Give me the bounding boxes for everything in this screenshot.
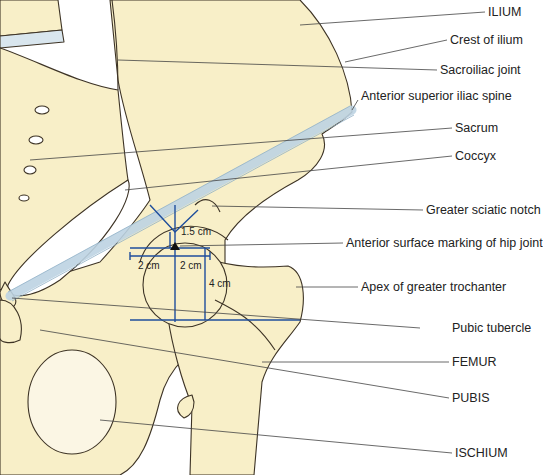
leader-line <box>40 330 449 398</box>
part-label: ILIUM <box>488 5 521 19</box>
part-label: Greater sciatic notch <box>426 203 541 217</box>
lesser-trochanter <box>178 395 194 418</box>
hip-joint-marker <box>170 242 180 250</box>
intervertebral-disc <box>0 30 64 48</box>
part-label: Anterior superior iliac spine <box>361 89 512 103</box>
leader-line <box>212 206 423 210</box>
leader-line <box>262 362 449 363</box>
part-label: FEMUR <box>452 355 496 369</box>
leader-line <box>352 100 358 110</box>
inguinal-ligament-edge <box>8 106 354 301</box>
leader-line <box>180 243 343 246</box>
obturator-foramen <box>28 350 116 454</box>
sacroiliac-joint-line <box>112 0 118 90</box>
part-label: Coccyx <box>455 149 496 163</box>
dimension-label: 2 cm <box>180 259 202 273</box>
part-label: ISCHIUM <box>455 446 508 460</box>
leader-line <box>300 12 485 25</box>
marking-lower-horizontal <box>130 319 300 320</box>
leader-line <box>296 287 358 288</box>
sacral-foramen <box>24 166 36 174</box>
dimension-label: 1.5 cm <box>181 225 211 239</box>
sacral-foramen <box>29 136 43 144</box>
sacral-foramen <box>19 195 29 201</box>
part-label: Sacrum <box>455 121 498 135</box>
dimension-label: 2 cm <box>138 259 160 273</box>
leader-line <box>118 60 437 70</box>
hip-bone <box>0 0 352 475</box>
part-label: Anterior surface marking of hip joint <box>346 236 543 250</box>
femoral-neck-line <box>215 300 275 350</box>
dimension-line <box>130 252 210 260</box>
dimension-label: 4 cm <box>209 277 231 291</box>
marking-vertical <box>174 205 175 322</box>
leader-line <box>30 128 452 160</box>
pubic-symphysis <box>0 300 21 343</box>
sacral-foramen <box>35 106 49 114</box>
part-label: PUBIS <box>452 391 490 405</box>
leader-line <box>100 420 452 453</box>
part-label: Crest of ilium <box>450 33 523 47</box>
leader-line <box>125 156 452 190</box>
part-label: Apex of greater trochanter <box>361 280 506 294</box>
part-label: Pubic tubercle <box>452 321 531 335</box>
inguinal-ligament <box>10 110 352 296</box>
part-label: Sacroiliac joint <box>440 63 521 77</box>
dimension-line <box>169 232 170 248</box>
leader-line <box>12 298 420 328</box>
dimension-line <box>204 248 205 320</box>
leader-line <box>345 40 447 62</box>
